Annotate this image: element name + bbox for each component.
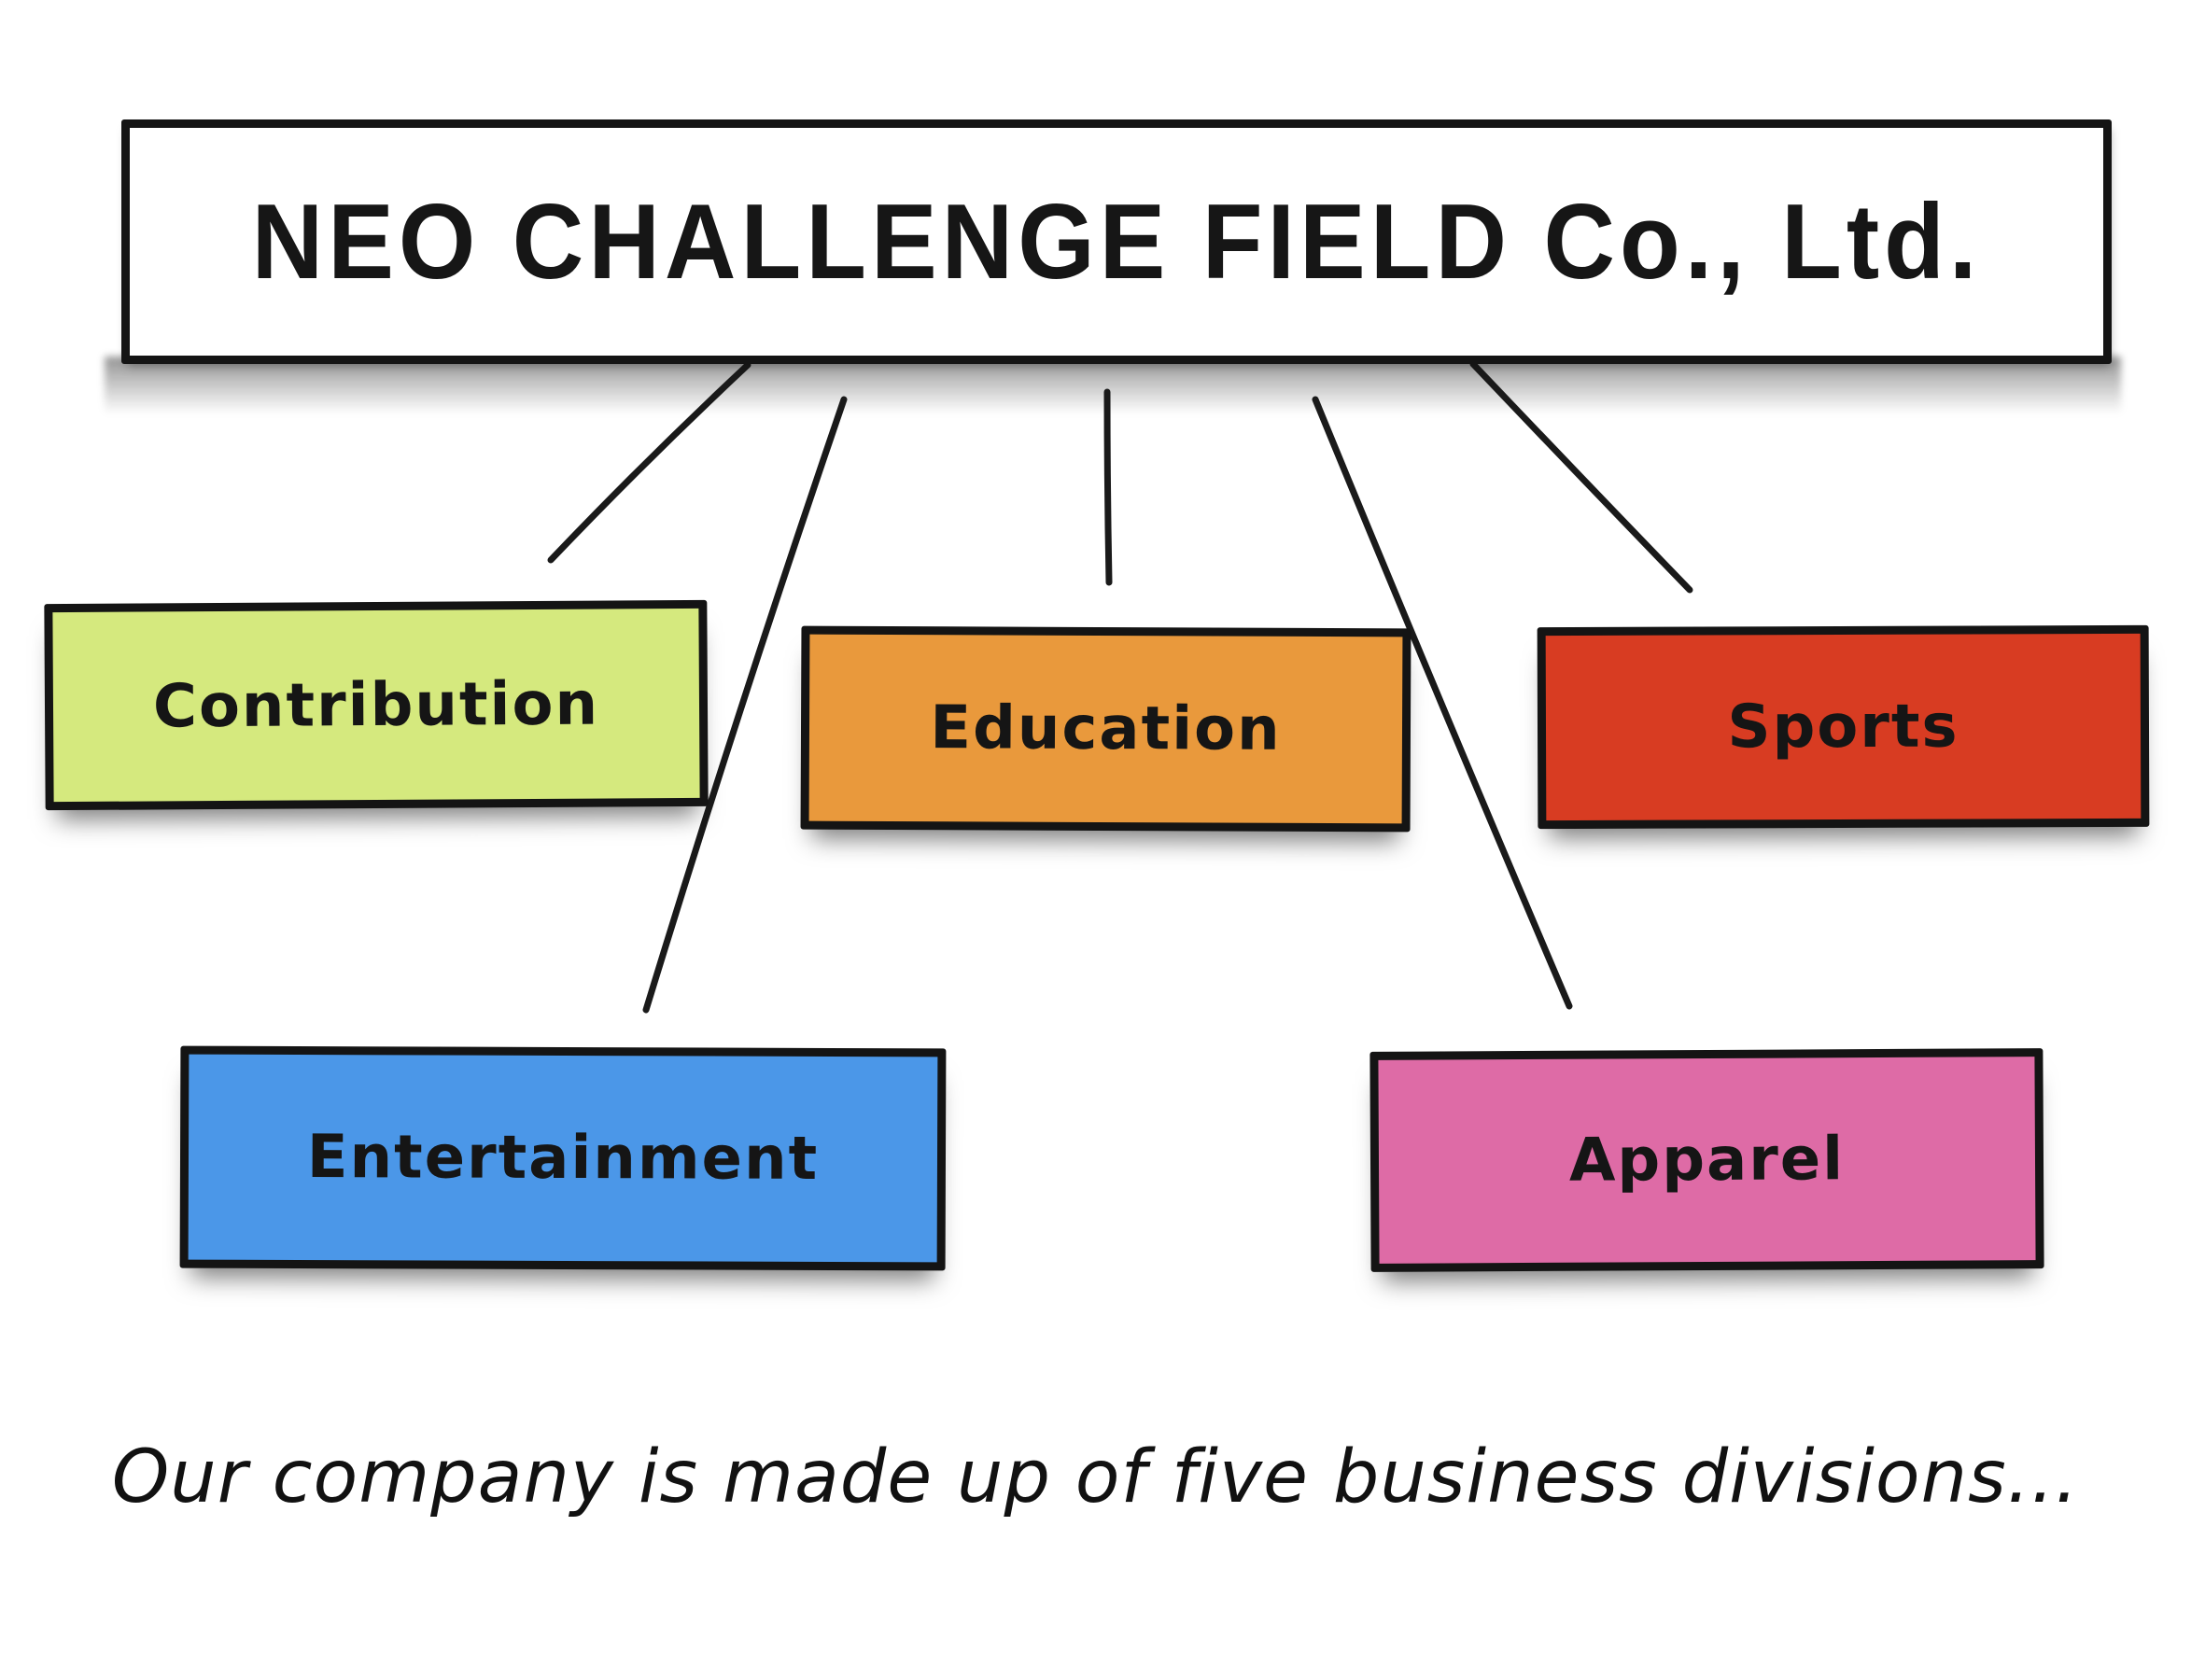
- division-label-education: Education: [930, 693, 1282, 764]
- title-box-shadow: [105, 357, 2121, 414]
- connector-line-contribution: [547, 361, 751, 564]
- division-label-sports: Sports: [1727, 692, 1959, 763]
- connector-line-education: [1103, 388, 1113, 586]
- division-label-entertainment: Entertainment: [306, 1123, 820, 1194]
- connector-line-entertainment: [642, 396, 848, 1014]
- connector-line-sports: [1469, 360, 1693, 594]
- division-box-entertainment: Entertainment: [179, 1045, 947, 1271]
- division-label-contribution: Contribution: [152, 669, 600, 741]
- division-box-sports: Sports: [1537, 624, 2150, 830]
- division-box-contribution: Contribution: [44, 599, 709, 811]
- company-title-box: NEO CHALLENGE FIELD Co., Ltd.: [121, 119, 2112, 364]
- division-label-apparel: Apparel: [1568, 1125, 1846, 1196]
- division-box-education: Education: [800, 625, 1412, 833]
- connector-line-apparel: [1312, 396, 1573, 1010]
- division-box-apparel: Apparel: [1369, 1048, 2044, 1272]
- company-title: NEO CHALLENGE FIELD Co., Ltd.: [251, 181, 1982, 301]
- caption: Our company is made up of five business …: [111, 1435, 2080, 1519]
